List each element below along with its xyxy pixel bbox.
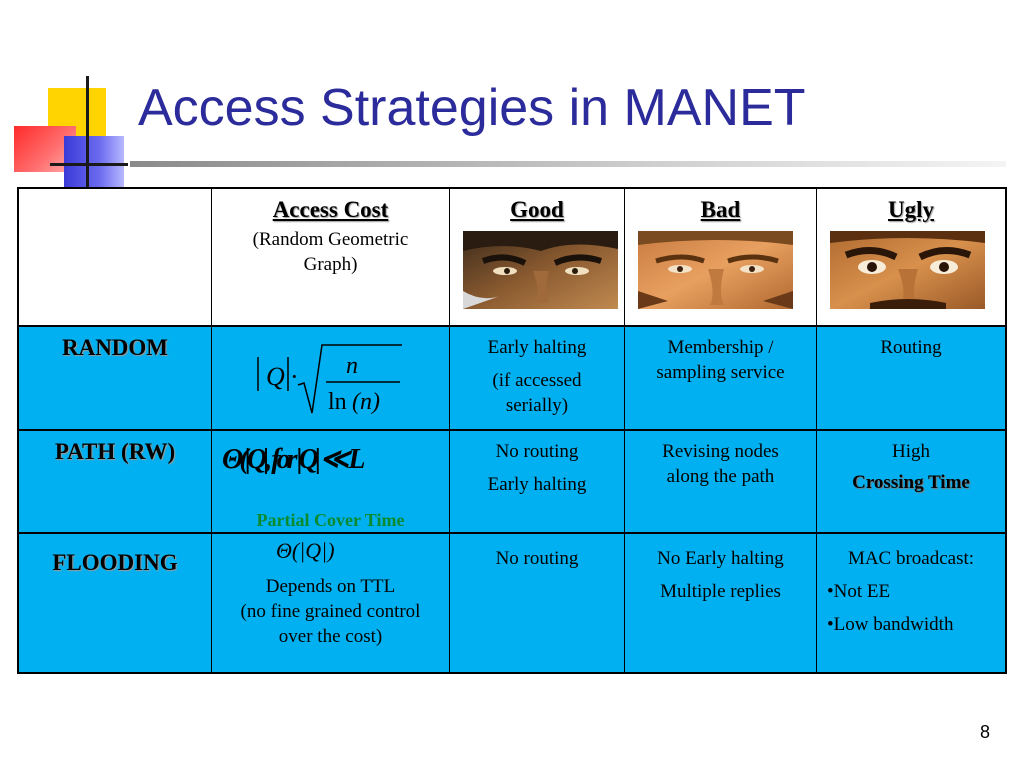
header-ugly: Ugly — [816, 189, 1005, 325]
path-ugly-cell: High Crossing Time — [816, 431, 1005, 532]
ugly-face-image — [830, 231, 985, 309]
flooding-cost-1: Depends on TTL — [265, 576, 396, 597]
flooding-bad-2: Multiple replies — [660, 581, 781, 602]
title-rule — [130, 161, 1006, 167]
path-good-1: No routing — [495, 441, 579, 462]
random-good-3: serially) — [505, 395, 569, 416]
flooding-bad-1: No Early halting — [657, 548, 784, 569]
table-row-random: RANDOM Q · n ln (n) Early halting (if ac… — [19, 325, 1005, 429]
flooding-ugly-1: MAC broadcast: — [847, 548, 975, 569]
random-good-cell: Early halting (if accessed serially) — [449, 327, 624, 429]
bad-face-image — [638, 231, 793, 309]
path-good-2: Early halting — [487, 474, 587, 495]
random-formula-ln: ln — [328, 389, 347, 415]
table-row-flooding: FLOODING Θ(|Q|) Depends on TTL (no fine … — [19, 532, 1005, 672]
slide-title: Access Strategies in MANET — [138, 79, 806, 137]
path-bad-1: Revising nodes — [662, 441, 779, 462]
random-formula-n: n — [346, 353, 358, 379]
flooding-cost-cell: Θ(|Q|) Depends on TTL (no fine grained c… — [211, 534, 449, 672]
path-good-cell: No routing Early halting — [449, 431, 624, 532]
header-access-cost-sub-1: (Random Geometric — [252, 229, 409, 250]
flooding-cost-3: over the cost) — [278, 626, 383, 647]
random-ugly-cell: Routing — [816, 327, 1005, 429]
random-bad-2: sampling service — [656, 362, 785, 383]
random-good-1: Early halting — [487, 337, 587, 358]
header-access-cost-sub-2: Graph) — [303, 254, 358, 275]
flooding-cost-notes: Depends on TTL (no fine grained control … — [212, 574, 449, 649]
path-ugly-1: High — [892, 441, 930, 462]
flooding-cost-2: (no fine grained control — [240, 601, 421, 622]
random-formula-dot: · — [290, 362, 299, 391]
random-cost-formula: Q · n ln (n) — [257, 344, 402, 415]
path-label: PATH (RW) — [54, 439, 176, 464]
decor-horizontal-line — [50, 163, 128, 166]
good-face-image — [463, 231, 618, 309]
header-ugly-label: Ugly — [888, 197, 934, 222]
random-bad-1: Membership / — [667, 337, 774, 358]
access-strategies-table: Access Cost (Random Geometric Graph) Goo… — [17, 187, 1007, 674]
flooding-ugly-3: •Low bandwidth — [827, 614, 954, 635]
random-good-2: (if accessed — [492, 370, 582, 391]
decor-vertical-line — [86, 76, 89, 192]
header-bad: Bad — [624, 189, 816, 325]
path-partial-cover-time: Partial Cover Time — [256, 510, 405, 530]
path-cost-cell: Θ(|Q|, for |Q| ≪ L Partial Cover Time — [211, 431, 449, 532]
flooding-good-1: No routing — [495, 548, 579, 569]
path-ugly-2: Crossing Time — [852, 472, 970, 493]
path-bad-2: along the path — [666, 466, 775, 487]
path-label-cell: PATH (RW) — [19, 431, 211, 532]
random-formula-ln-arg: (n) — [352, 389, 380, 415]
header-empty-cell — [19, 189, 211, 325]
flooding-label-cell: FLOODING — [19, 534, 211, 672]
random-bad-cell: Membership / sampling service — [624, 327, 816, 429]
flooding-cost-formula: Θ(|Q|) — [276, 538, 335, 563]
table-row-path: PATH (RW) Θ(|Q|, for |Q| ≪ L Partial Cov… — [19, 429, 1005, 532]
header-good-label: Good — [510, 197, 564, 222]
header-bad-label: Bad — [700, 197, 741, 222]
header-access-cost: Access Cost (Random Geometric Graph) — [211, 189, 449, 325]
flooding-ugly-2: •Not EE — [827, 581, 891, 602]
table-header-row: Access Cost (Random Geometric Graph) Goo… — [19, 189, 1005, 325]
flooding-good-cell: No routing — [449, 534, 624, 672]
flooding-bad-cell: No Early halting Multiple replies — [624, 534, 816, 672]
path-cost-formula: Θ(|Q|, for |Q| ≪ L — [222, 444, 365, 475]
page-number: 8 — [979, 722, 990, 742]
random-label: RANDOM — [61, 335, 169, 360]
path-bad-cell: Revising nodes along the path — [624, 431, 816, 532]
flooding-ugly-cell: MAC broadcast: •Not EE •Low bandwidth — [816, 534, 1005, 672]
decor-blue-square — [64, 136, 124, 188]
header-good: Good — [449, 189, 624, 325]
random-cost-cell: Q · n ln (n) — [211, 327, 449, 429]
random-formula-q: Q — [266, 362, 285, 391]
random-label-cell: RANDOM — [19, 327, 211, 429]
flooding-label: FLOODING — [52, 550, 178, 575]
random-ugly-1: Routing — [880, 337, 942, 358]
header-access-cost-label: Access Cost — [272, 197, 389, 222]
